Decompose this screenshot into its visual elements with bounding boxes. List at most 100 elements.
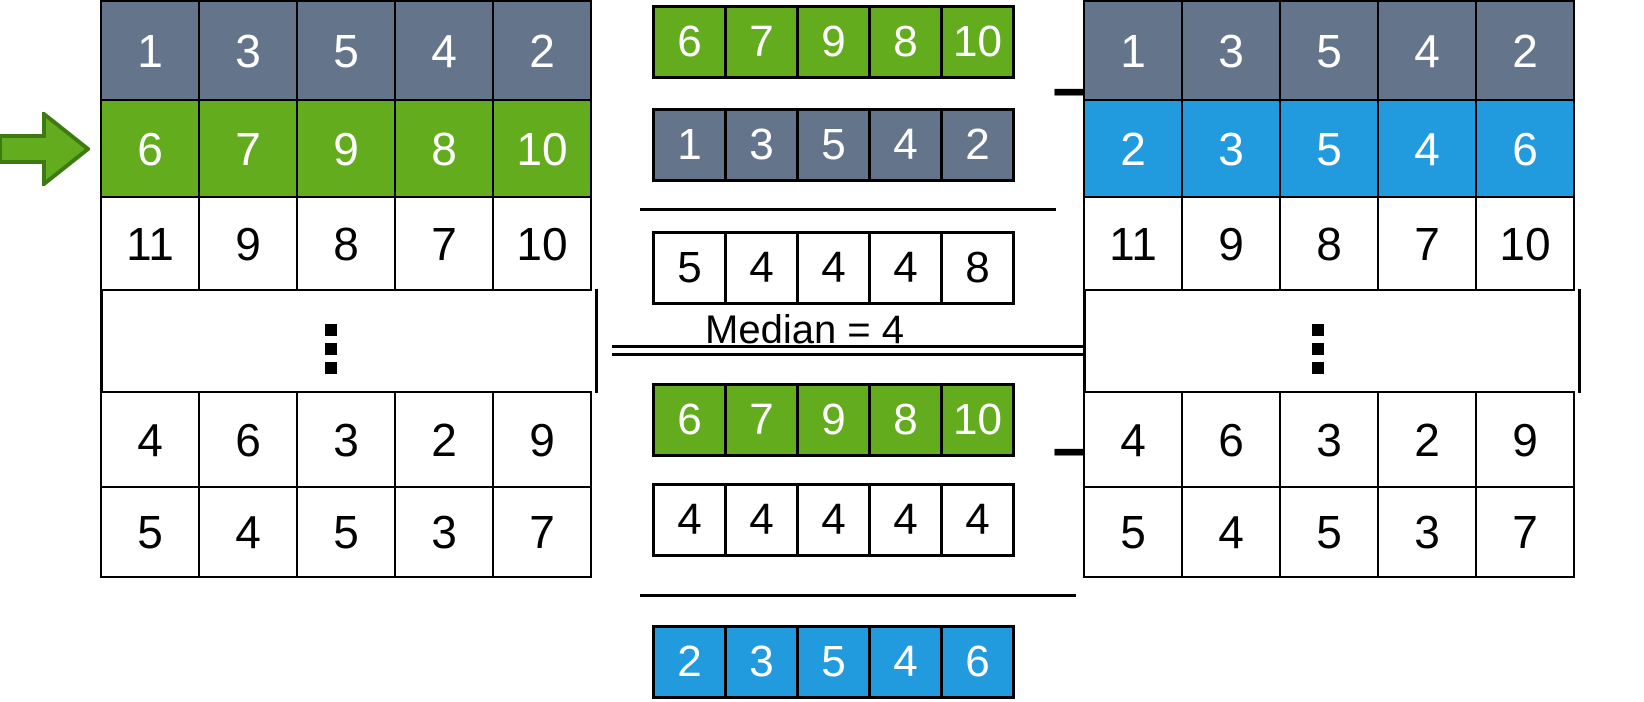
block1-divider-line	[640, 208, 1056, 211]
matrix-cell: 3	[1279, 391, 1379, 488]
mini-cell: 5	[796, 108, 871, 182]
middle-block1-subtrahend-row: 1 3 5 4 2	[652, 108, 1015, 182]
matrix-cell: 4	[394, 0, 494, 101]
matrix-cell: 5	[296, 0, 396, 101]
matrix-cell: 6	[1475, 99, 1575, 198]
middle-block2-minuend-row: 6 7 9 8 10	[652, 383, 1015, 457]
mini-cell: 2	[652, 625, 727, 699]
mini-cell: 5	[796, 625, 871, 699]
minus-operator-1: −	[1052, 58, 1088, 125]
mini-cell: 4	[796, 231, 871, 305]
middle-block2-subtrahend-row: 4 4 4 4 4	[652, 483, 1015, 557]
matrix-cell: 3	[198, 0, 298, 101]
matrix-cell: 1	[1083, 0, 1183, 101]
block-separator-line-bottom	[612, 353, 1084, 356]
matrix-cell: 10	[1475, 196, 1575, 291]
mini-cell: 4	[940, 483, 1015, 557]
mini-cell: 4	[724, 231, 799, 305]
left-matrix-row-4: 4 6 3 2 9	[100, 391, 592, 488]
matrix-cell: 3	[1181, 0, 1281, 101]
matrix-cell: 2	[394, 391, 494, 488]
matrix-cell: 6	[198, 391, 298, 488]
left-matrix-gap-band	[100, 289, 598, 393]
block-separator-line-top	[612, 345, 1084, 348]
matrix-cell: 3	[1181, 99, 1281, 198]
matrix-cell: 2	[1083, 99, 1183, 198]
right-matrix-row-3: 11 9 8 7 10	[1083, 196, 1575, 291]
matrix-cell: 6	[100, 99, 200, 198]
matrix-cell: 7	[394, 196, 494, 291]
mini-cell: 6	[652, 5, 727, 79]
mini-cell: 8	[868, 383, 943, 457]
vertical-ellipsis-icon	[1312, 324, 1324, 374]
left-matrix-row-5: 5 4 5 3 7	[100, 486, 592, 578]
matrix-cell: 4	[1377, 99, 1477, 198]
mini-cell: 4	[652, 483, 727, 557]
matrix-cell: 2	[1475, 0, 1575, 101]
left-matrix-row-2-highlighted: 6 7 9 8 10	[100, 99, 592, 198]
matrix-cell: 5	[296, 486, 396, 578]
matrix-cell: 10	[492, 99, 592, 198]
matrix-cell: 7	[198, 99, 298, 198]
matrix-cell: 8	[296, 196, 396, 291]
matrix-cell: 10	[492, 196, 592, 291]
mini-cell: 9	[796, 5, 871, 79]
matrix-cell: 5	[1083, 486, 1183, 578]
block2-divider-line	[640, 594, 1076, 597]
mini-cell: 8	[868, 5, 943, 79]
mini-cell: 3	[724, 625, 799, 699]
mini-cell: 4	[796, 483, 871, 557]
matrix-cell: 11	[1083, 196, 1183, 291]
matrix-cell: 4	[1377, 0, 1477, 101]
middle-block2-result-row: 2 3 5 4 6	[652, 625, 1015, 699]
matrix-cell: 7	[492, 486, 592, 578]
middle-block1-minuend-row: 6 7 9 8 10	[652, 5, 1015, 79]
right-matrix-row-1: 1 3 5 4 2	[1083, 0, 1575, 101]
vertical-ellipsis-icon	[325, 324, 337, 374]
minus-operator-2: −	[1052, 418, 1088, 485]
mini-cell: 4	[868, 625, 943, 699]
matrix-cell: 5	[100, 486, 200, 578]
mini-cell: 6	[652, 383, 727, 457]
mini-cell: 1	[652, 108, 727, 182]
left-matrix-row-3: 11 9 8 7 10	[100, 196, 592, 291]
mini-cell: 4	[868, 108, 943, 182]
middle-block1-result-row: 5 4 4 4 8	[652, 231, 1015, 305]
mini-cell: 5	[652, 231, 727, 305]
matrix-cell: 9	[198, 196, 298, 291]
matrix-cell: 3	[394, 486, 494, 578]
mini-cell: 2	[940, 108, 1015, 182]
matrix-cell: 5	[1279, 486, 1379, 578]
matrix-cell: 9	[492, 391, 592, 488]
matrix-cell: 2	[1377, 391, 1477, 488]
mini-cell: 6	[940, 625, 1015, 699]
matrix-cell: 8	[1279, 196, 1379, 291]
matrix-cell: 8	[394, 99, 494, 198]
mini-cell: 9	[796, 383, 871, 457]
mini-cell: 10	[940, 383, 1015, 457]
median-label: Median = 4	[705, 308, 905, 352]
mini-cell: 4	[868, 483, 943, 557]
right-matrix-row-4: 4 6 3 2 9	[1083, 391, 1575, 488]
matrix-cell: 6	[1181, 391, 1281, 488]
matrix-cell: 4	[1083, 391, 1183, 488]
mini-cell: 10	[940, 5, 1015, 79]
matrix-cell: 9	[1181, 196, 1281, 291]
matrix-cell: 7	[1377, 196, 1477, 291]
mini-cell: 3	[724, 108, 799, 182]
right-matrix-row-5: 5 4 5 3 7	[1083, 486, 1575, 578]
matrix-cell: 7	[1475, 486, 1575, 578]
mini-cell: 4	[868, 231, 943, 305]
matrix-cell: 9	[296, 99, 396, 198]
matrix-cell: 5	[1279, 0, 1379, 101]
right-matrix-row-2-highlighted: 2 3 5 4 6	[1083, 99, 1575, 198]
right-arrow-icon	[0, 109, 92, 189]
left-matrix-row-1: 1 3 5 4 2	[100, 0, 592, 101]
mini-cell: 7	[724, 5, 799, 79]
matrix-cell: 1	[100, 0, 200, 101]
matrix-cell: 4	[100, 391, 200, 488]
right-matrix-gap-band	[1083, 289, 1581, 393]
matrix-cell: 9	[1475, 391, 1575, 488]
mini-cell: 8	[940, 231, 1015, 305]
